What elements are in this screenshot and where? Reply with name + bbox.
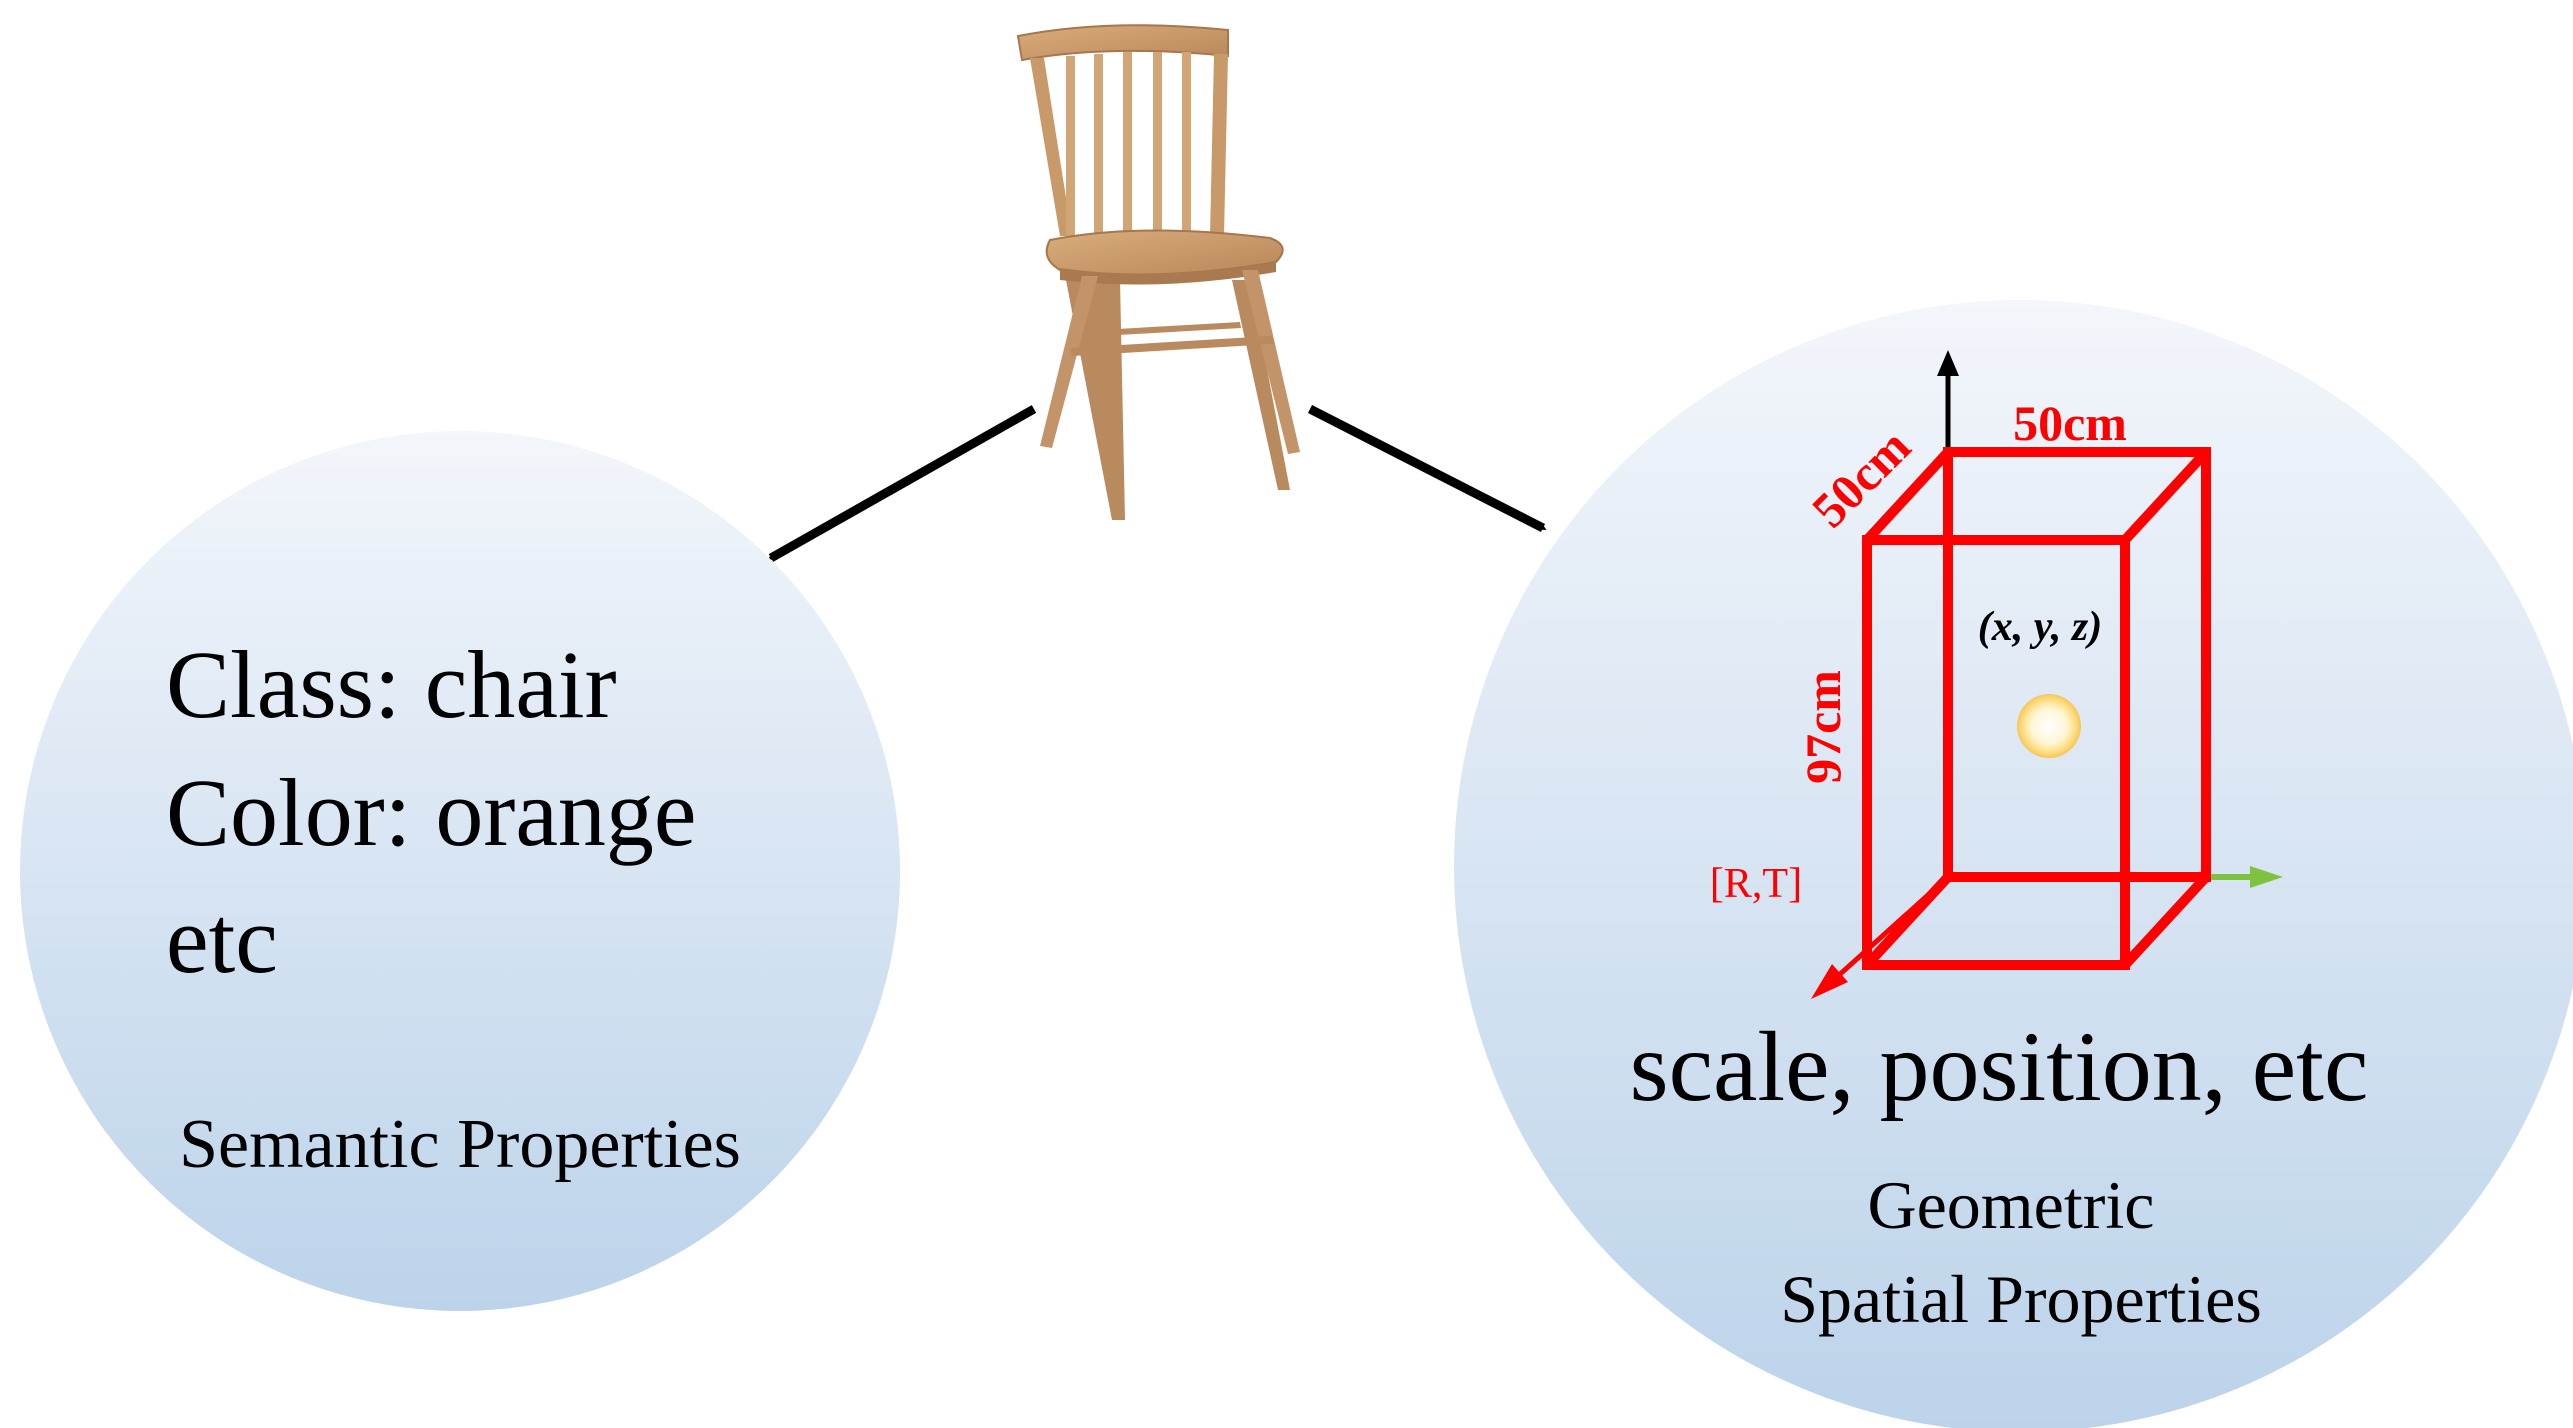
semantic-line-color: Color: orange (166, 759, 697, 866)
semantic-line-etc: etc (166, 886, 278, 993)
geometric-caption-line2: Spatial Properties (1780, 1261, 2262, 1337)
chair-icon (1016, 24, 1300, 520)
semantic-caption: Semantic Properties (179, 1106, 741, 1183)
arrow-to-geometric (1307, 404, 1547, 533)
dim-top-label: 50cm (2013, 395, 2127, 451)
geometric-caption-line1: Geometric (1868, 1167, 2155, 1243)
dim-height-label: 97cm (1795, 670, 1851, 784)
geometric-circle (1454, 300, 2573, 1428)
center-point-icon (2017, 694, 2081, 758)
geometric-summary: scale, position, etc (1630, 1011, 2369, 1122)
semantic-panel: Class: chair Color: orange etc Semantic … (20, 431, 900, 1311)
semantic-line-class: Class: chair (166, 631, 617, 738)
semantic-circle (20, 431, 900, 1311)
arrow-to-semantic (767, 405, 1037, 562)
center-point-label: (x, y, z) (1978, 604, 2102, 650)
bounding-box (1862, 447, 2211, 970)
pose-label: [R,T] (1710, 861, 1802, 907)
geometric-panel: 50cm 50cm 97cm (x, y, z) [R,T] scale, po… (1454, 300, 2573, 1428)
z-axis-head (1937, 350, 1959, 376)
x-axis-head (2250, 866, 2283, 888)
y-axis-head (1811, 964, 1848, 999)
